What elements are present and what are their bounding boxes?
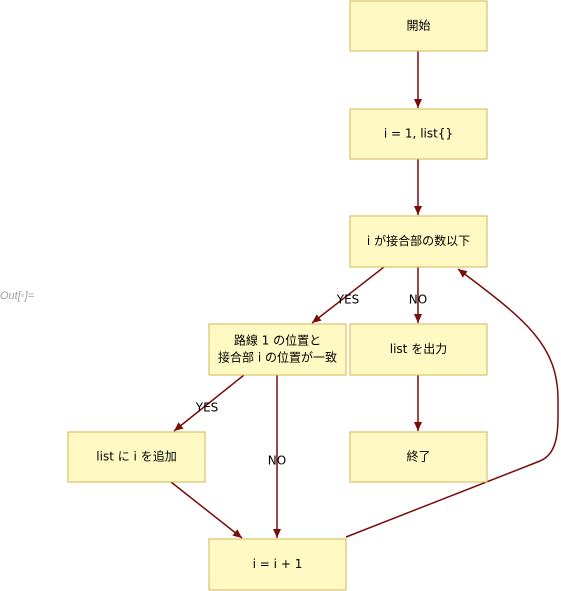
node-box-init (349, 108, 488, 160)
edge-increment-to-cond_i (345, 268, 559, 538)
node-text-cond-i-0: i が接合部の数以下 (367, 233, 470, 248)
node-end: 終了 (349, 431, 488, 483)
node-text-start-0: 開始 (406, 19, 430, 33)
edge-label-cond_i-to-output: NO (409, 293, 427, 307)
node-box-cond-i (349, 215, 488, 268)
node-init: i = 1, list{} (349, 108, 488, 160)
edge-cond_match-to-append (173, 374, 245, 432)
edge-append-to-increment (170, 481, 243, 539)
node-box-append (67, 431, 206, 483)
node-append: list に i を追加 (67, 431, 206, 483)
edges-layer: YES NO YES NO (170, 51, 559, 539)
edge-label-cond_match-to-increment: NO (268, 454, 286, 468)
output-cell-label: Out[◦]= (0, 290, 35, 302)
edge-label-cond_i-to-cond_match: YES (336, 293, 360, 307)
node-text-cond-match-0: 路線 1 の位置と (234, 333, 321, 348)
node-box-start (349, 0, 488, 52)
node-text-increment-0: i = i + 1 (253, 557, 303, 571)
node-text-end-0: 終了 (406, 449, 430, 464)
node-text-cond-match-1: 接合部 i の位置が一致 (218, 350, 337, 365)
node-box-increment (208, 538, 347, 591)
node-text-append-0: list に i を追加 (96, 449, 176, 464)
node-box-end (349, 431, 488, 483)
node-text-init-0: i = 1, list{} (384, 127, 453, 141)
edge-cond_i-to-cond_match (311, 266, 385, 324)
edge-label-cond_match-to-append: YES (195, 401, 219, 415)
node-output: list を出力 (349, 323, 488, 376)
node-text-output-0: list を出力 (390, 342, 447, 356)
node-box-output (349, 323, 488, 376)
node-increment: i = i + 1 (208, 538, 347, 591)
node-start: 開始 (349, 0, 488, 52)
node-box-cond-match (208, 323, 347, 376)
node-cond-i: i が接合部の数以下 (349, 215, 488, 268)
